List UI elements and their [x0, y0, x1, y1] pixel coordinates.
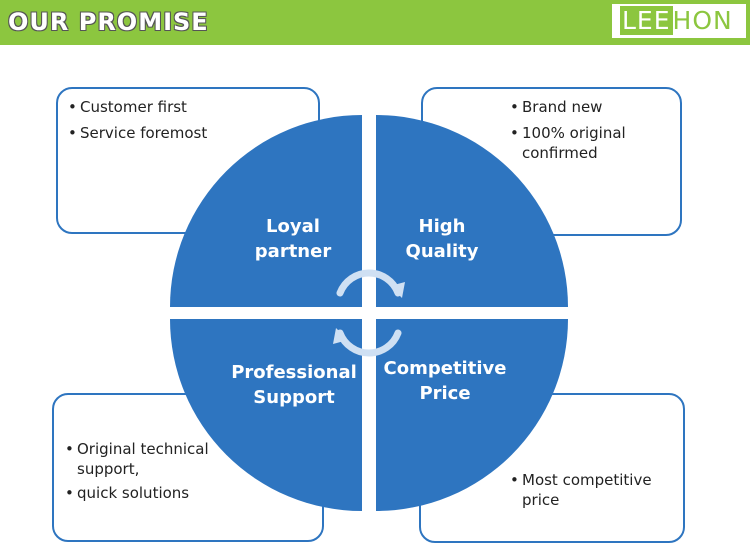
logo-text-lee: LEE: [620, 6, 673, 35]
page-title: OUR PROMISE: [8, 8, 209, 36]
quadrant-competitive-price: [376, 319, 568, 511]
header-bar: OUR PROMISE LEEHON: [0, 0, 750, 45]
quadrant-professional-support: [170, 319, 362, 511]
bullet-service-foremost: Service foremost: [68, 123, 318, 143]
company-logo: LEEHON: [612, 4, 746, 38]
quadrant-high-quality: [376, 115, 568, 307]
label-competitive-price-line1: Competitive: [383, 358, 507, 379]
logo-text-hon: HON: [672, 6, 733, 35]
label-loyal-partner-line1: Loyal: [266, 216, 320, 237]
bullet-original-technical-support: Original technical support,: [65, 439, 215, 479]
label-loyal-partner-line2: partner: [254, 241, 332, 262]
bullet-customer-first: Customer first: [68, 97, 318, 117]
quadrant-loyal-partner: [170, 115, 362, 307]
label-high-quality: High Quality: [382, 214, 502, 264]
bullet-quick-solutions: quick solutions: [65, 483, 215, 503]
bullet-brand-new: Brand new: [510, 97, 640, 117]
label-high-quality-line1: High: [418, 216, 466, 237]
bullet-original-confirmed: 100% original confirmed: [510, 123, 640, 163]
label-professional-support: Professional Support: [223, 360, 365, 410]
label-competitive-price-line2: Price: [419, 383, 471, 404]
label-high-quality-line2: Quality: [405, 241, 479, 262]
circular-refresh-arrows-icon: [333, 269, 405, 357]
label-professional-support-line1: Professional: [231, 362, 357, 383]
label-professional-support-line2: Support: [253, 387, 335, 408]
bullet-most-competitive-price: Most competitive price: [510, 470, 660, 510]
label-loyal-partner: Loyal partner: [233, 214, 353, 264]
label-competitive-price: Competitive Price: [374, 356, 516, 406]
